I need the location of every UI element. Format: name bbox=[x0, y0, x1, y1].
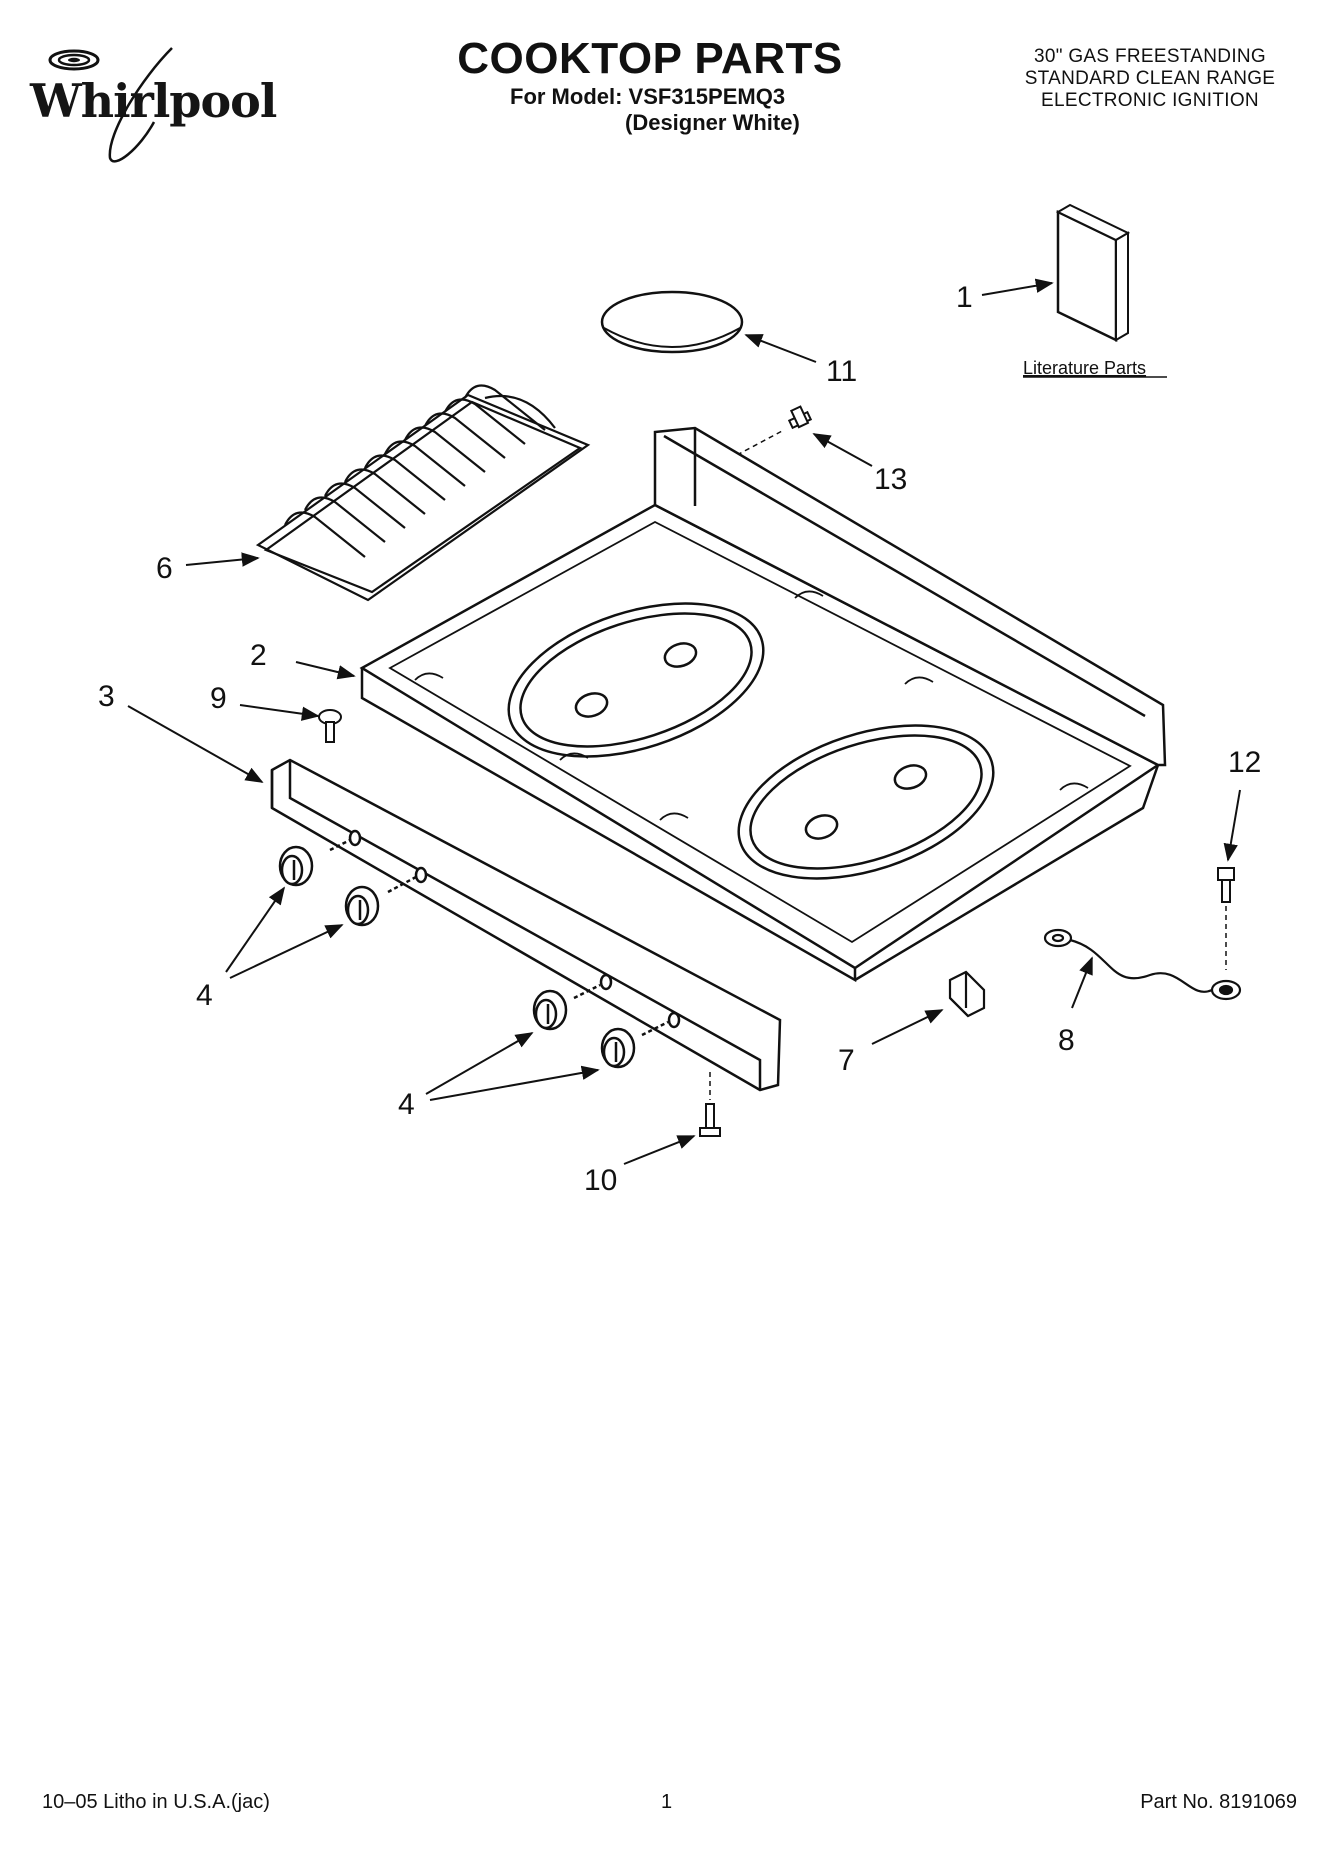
leader-line-6 bbox=[185, 552, 260, 567]
leader-line-4a-2 bbox=[229, 924, 344, 979]
literature-booklet bbox=[1055, 203, 1131, 342]
screw-9 bbox=[318, 709, 342, 743]
part-number: Part No. 8191069 bbox=[1140, 1791, 1297, 1813]
callout-7: 7 bbox=[838, 1044, 855, 1077]
leader-line-13 bbox=[812, 433, 873, 467]
leader-line-12 bbox=[1223, 789, 1241, 862]
product-description: 30" GAS FREESTANDING STANDARD CLEAN RANG… bbox=[985, 46, 1315, 112]
leader-line-4b-1 bbox=[425, 1032, 534, 1095]
screw-13-axis bbox=[736, 429, 785, 456]
leader-line-4b-2 bbox=[429, 1065, 600, 1101]
page-number: 1 bbox=[661, 1791, 673, 1813]
callout-12: 12 bbox=[1228, 746, 1261, 779]
leader-line-7 bbox=[871, 1009, 944, 1045]
callout-13: 13 bbox=[874, 463, 907, 496]
control-panel-bar bbox=[270, 758, 782, 1092]
leader-line-10 bbox=[623, 1135, 696, 1165]
leader-line-2 bbox=[295, 661, 356, 680]
description-line-1: 30" GAS FREESTANDING bbox=[1034, 46, 1266, 67]
cooktop-main bbox=[359, 426, 1167, 983]
logo-swoosh-graphic bbox=[48, 47, 173, 163]
callout-4-upper: 4 bbox=[196, 979, 213, 1012]
callout-2: 2 bbox=[250, 639, 267, 672]
leader-line-1 bbox=[981, 278, 1054, 296]
burner-grate bbox=[255, 384, 591, 602]
control-knob bbox=[344, 875, 417, 927]
screw-10 bbox=[699, 1103, 721, 1137]
model-variant: (Designer White) bbox=[625, 110, 800, 135]
page-title: COOKTOP PARTS bbox=[457, 34, 843, 83]
ground-screw bbox=[1217, 867, 1235, 903]
header-title-block: COOKTOP PARTS For Model: VSF315PEMQ3 (De… bbox=[420, 36, 880, 136]
control-knob bbox=[278, 838, 351, 887]
callout-10: 10 bbox=[584, 1164, 617, 1197]
callout-6: 6 bbox=[156, 552, 173, 585]
ground-wire bbox=[1043, 928, 1242, 1001]
leader-line-3 bbox=[127, 705, 264, 783]
burner-cap bbox=[600, 290, 744, 354]
logo-wordmark: Whirlpool bbox=[30, 74, 277, 128]
callout-4-lower: 4 bbox=[398, 1088, 415, 1121]
model-number: For Model: VSF315PEMQ3 bbox=[510, 84, 786, 109]
screw-13 bbox=[787, 405, 813, 430]
description-line-2: STANDARD CLEAN RANGE bbox=[1024, 68, 1276, 89]
callout-11: 11 bbox=[826, 355, 857, 388]
leader-line-8 bbox=[1071, 956, 1093, 1009]
callout-1: 1 bbox=[956, 281, 973, 314]
control-knob bbox=[532, 983, 601, 1031]
callout-3: 3 bbox=[98, 680, 115, 713]
whirlpool-logo: Whirlpool bbox=[22, 38, 277, 168]
mounting-clip bbox=[948, 970, 986, 1018]
print-info: 10–05 Litho in U.S.A.(jac) bbox=[42, 1791, 270, 1813]
leader-line-11 bbox=[744, 334, 817, 363]
callout-8: 8 bbox=[1058, 1024, 1075, 1057]
leader-line-9 bbox=[239, 704, 320, 721]
description-line-3: ELECTRONIC IGNITION bbox=[1041, 90, 1259, 111]
literature-parts-label: Literature Parts bbox=[1023, 358, 1146, 378]
leader-line-4a-1 bbox=[225, 886, 286, 973]
callout-9: 9 bbox=[210, 682, 227, 715]
control-knob bbox=[600, 1020, 669, 1069]
